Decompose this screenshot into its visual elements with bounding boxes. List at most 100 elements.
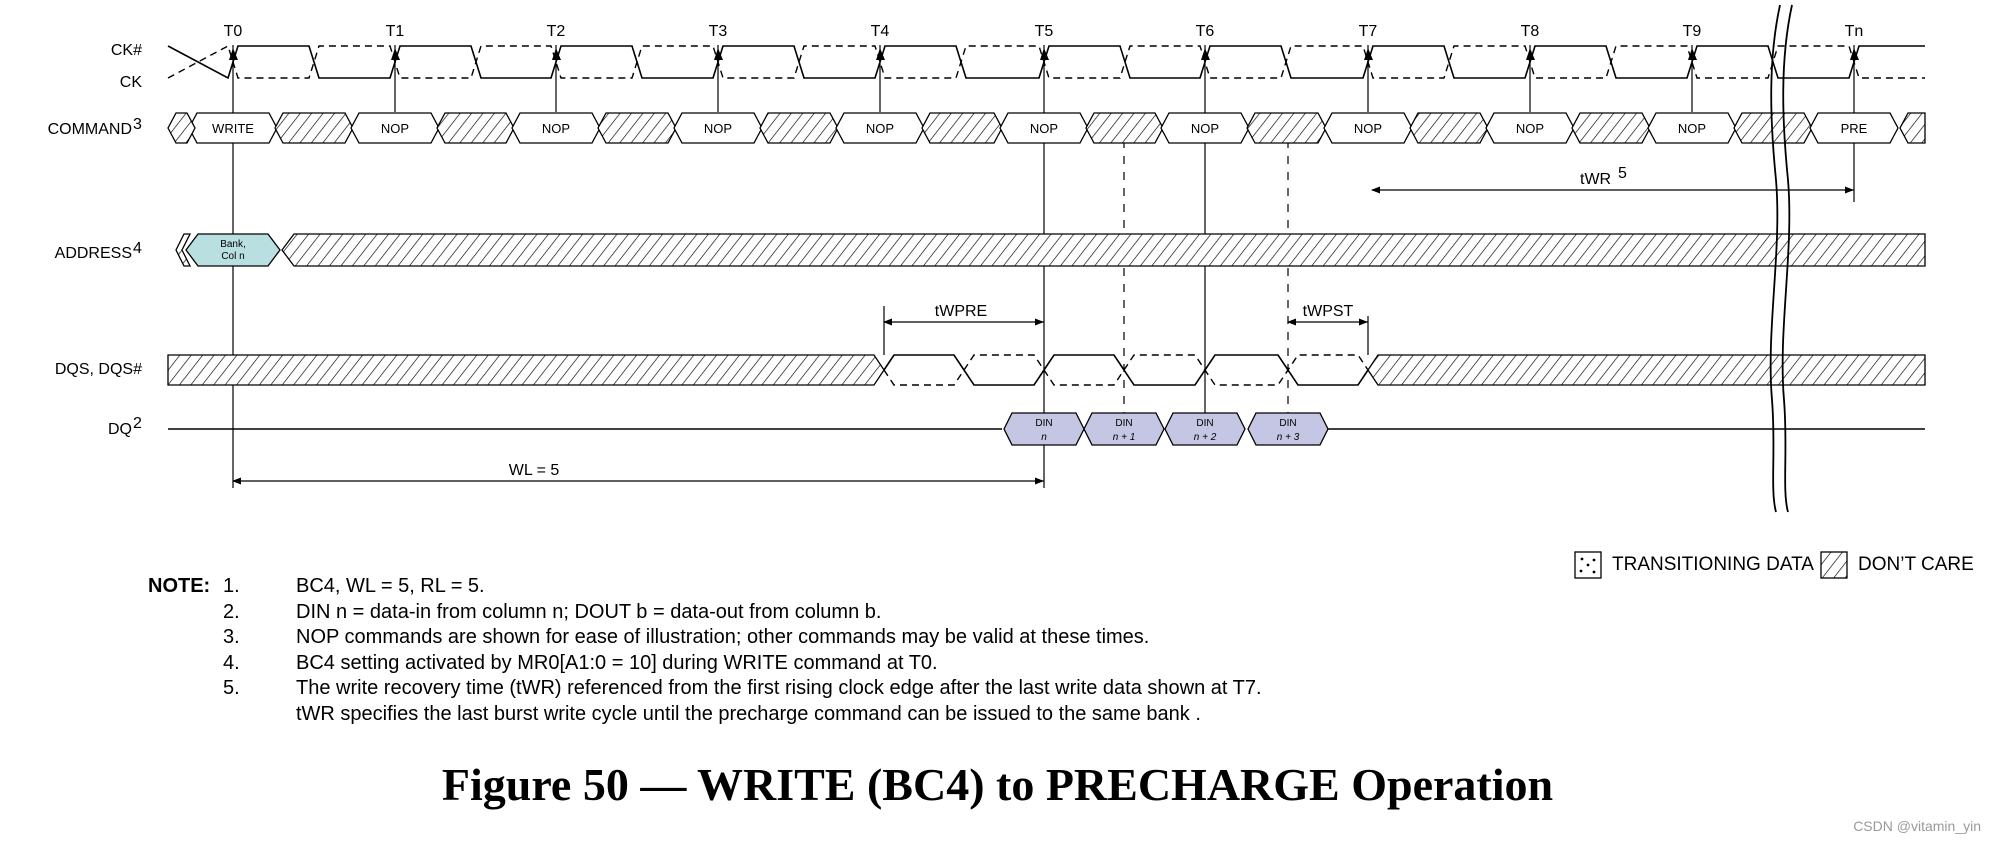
command-dont-care (1409, 112, 1489, 144)
twpst-annotation: tWPST (1287, 303, 1369, 355)
command-dont-care (1085, 112, 1164, 144)
legend-transitioning-label: TRANSITIONING DATA (1612, 554, 1814, 575)
clock-edge-label: T1 (386, 23, 405, 40)
dq-data-index: n + 2 (1194, 432, 1217, 443)
command-dont-care (274, 112, 354, 144)
command-cell-label: WRITE (212, 121, 254, 136)
dq-data-name: DIN (1196, 418, 1213, 429)
twpre-annotation: tWPRE (883, 303, 1044, 355)
command-cell-label: NOP (381, 121, 409, 136)
clock-edge-label: T2 (547, 23, 566, 40)
rising-edge-marker (1688, 48, 1697, 60)
command-cell-label: NOP (704, 121, 732, 136)
clock-edge-label: T9 (1683, 23, 1702, 40)
signal-label-address: ADDRESS 4 (55, 240, 142, 262)
dq-data-name: DIN (1115, 418, 1132, 429)
note-number: 1. (223, 575, 240, 597)
dq-data-index: n + 3 (1277, 432, 1300, 443)
command-dont-care (1899, 112, 1926, 144)
command-cell-label: NOP (1030, 121, 1058, 136)
rising-edge-marker (1526, 48, 1535, 60)
note-number: 2. (223, 600, 240, 623)
dq-data-cell (1247, 412, 1329, 446)
note-number: 3. (223, 626, 240, 648)
command-cell-label: NOP (1678, 121, 1706, 136)
timing-diagram: CK# CK COMMAND 3 ADDRESS 4 DQS, DQS# DQ … (48, 4, 1926, 513)
command-cell-label: NOP (1354, 121, 1382, 136)
dq-data-cell (1164, 412, 1246, 446)
command-cell-label: NOP (1191, 121, 1219, 136)
clock-waveforms (167, 44, 1925, 80)
dq-label-sup: 2 (133, 415, 142, 432)
dq-data-cell (1083, 412, 1165, 446)
notes-heading: NOTE: (148, 575, 211, 597)
command-dont-care (1246, 112, 1327, 144)
command-dont-care (597, 112, 677, 144)
dq-label-text: DQ (108, 421, 132, 438)
time-break-symbol (1769, 4, 1793, 513)
twpre-label: tWPRE (935, 303, 987, 320)
note-text: BC4, WL = 5, RL = 5. (296, 575, 485, 597)
rising-edge-marker (1364, 48, 1373, 60)
dq-data-name: DIN (1279, 418, 1296, 429)
address-value-text: Bank, (220, 239, 246, 250)
clock-edge-label: T3 (709, 23, 728, 40)
twr-annotation: tWR 5 (1371, 165, 1854, 194)
clock-edge-label: T7 (1359, 23, 1378, 40)
rising-edge-marker (1850, 48, 1859, 60)
wl-label: WL = 5 (509, 462, 560, 479)
dq-bus: DIN n DIN n + 1 DIN n + 2 DIN n + 3 (168, 412, 1925, 446)
rising-edge-marker (391, 48, 400, 60)
twpst-label: tWPST (1303, 303, 1354, 320)
address-bus: Bank,Col n (175, 233, 1926, 267)
command-dont-care (436, 112, 515, 144)
command-dont-care (759, 112, 839, 144)
note-text: The write recovery time (tWR) referenced… (296, 677, 1262, 699)
command-label-text: COMMAND (48, 121, 132, 138)
ck-waveform (167, 44, 1925, 79)
watermark: CSDN @vitamin_yin (1853, 818, 1981, 834)
address-label-text: ADDRESS (55, 245, 132, 262)
clock-edge-label: T5 (1035, 23, 1054, 40)
command-cell (1809, 112, 1899, 144)
signal-label-ck-n: CK# (111, 42, 142, 59)
command-dont-care (921, 112, 1003, 144)
dqs-n-dashed-waveform (883, 354, 1369, 386)
transitioning-data-swatch (1574, 551, 1602, 579)
dqs-dont-care (1367, 354, 1926, 386)
signal-label-ck: CK (120, 74, 143, 91)
dqs-dont-care (167, 354, 885, 386)
rising-edge-marker (229, 48, 238, 60)
dq-data-index: n (1041, 432, 1047, 443)
note-text: DIN n = data-in from column n; DOUT b = … (296, 600, 882, 623)
signal-label-dqs: DQS, DQS# (55, 361, 142, 378)
address-dont-care (175, 233, 192, 267)
note-number: 4. (223, 651, 240, 674)
address-value-text: Col n (221, 251, 244, 262)
signal-label-dq: DQ 2 (108, 415, 142, 438)
signal-label-command: COMMAND 3 (48, 116, 142, 138)
dq-data-name: DIN (1035, 418, 1052, 429)
clock-edge-label: T6 (1196, 23, 1215, 40)
rising-edge-marker (714, 48, 723, 60)
clock-edge-label: Tn (1845, 23, 1864, 40)
clock-edge-label: T4 (871, 23, 890, 40)
twr-label: tWR (1580, 171, 1611, 188)
dq-data-index: n + 1 (1113, 432, 1136, 443)
command-cell-label: PRE (1841, 121, 1868, 136)
note-text: tWR specifies the last burst write cycle… (296, 702, 1201, 725)
dont-care-swatch (1820, 551, 1848, 579)
rising-edge-marker (1201, 48, 1210, 60)
ck-n-waveform (167, 45, 1925, 80)
twr-label-sup: 5 (1618, 165, 1627, 182)
command-cell-label: NOP (1516, 121, 1544, 136)
rising-edge-marker (876, 48, 885, 60)
address-bank-col-cell (185, 233, 281, 267)
note-text: NOP commands are shown for ease of illus… (296, 626, 1150, 648)
address-dont-care (281, 233, 1926, 267)
note-text: BC4 setting activated by MR0[A1:0 = 10] … (296, 651, 938, 674)
wl-annotation: WL = 5 (232, 462, 1044, 485)
address-label-sup: 4 (133, 240, 142, 257)
